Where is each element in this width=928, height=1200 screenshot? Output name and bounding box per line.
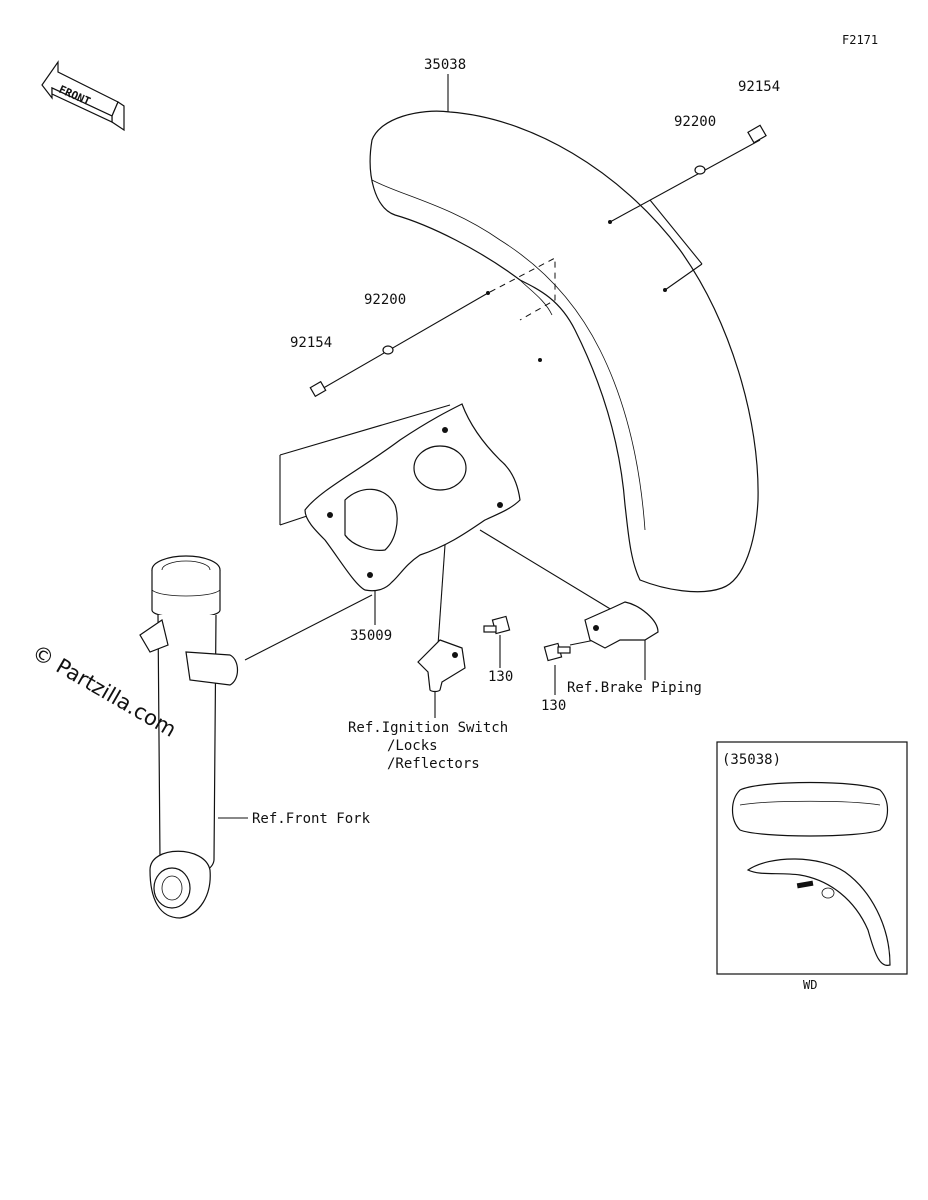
callout-92200-upper[interactable]: 92200 (674, 114, 717, 130)
inset-caption: WD (803, 978, 818, 992)
ignition-bracket (417, 639, 466, 693)
ref-ignition-switch[interactable]: Ref.Ignition Switch (348, 720, 509, 736)
bolt-130-b (543, 642, 571, 662)
ref-brake-piping[interactable]: Ref.Brake Piping (567, 680, 702, 696)
brake-piping-clamp (584, 601, 659, 649)
callout-92200-left[interactable]: 92200 (364, 292, 407, 308)
bolt-130-a (483, 615, 511, 635)
inset-box (716, 741, 908, 975)
upper-bolt (747, 124, 767, 144)
ref-front-fork[interactable]: Ref.Front Fork (252, 811, 371, 827)
callout-130-a[interactable]: 130 (488, 669, 514, 685)
callout-35009[interactable]: 35009 (350, 628, 393, 644)
left-bolt (309, 380, 327, 398)
front-fork (139, 555, 239, 919)
upper-washer (694, 165, 706, 175)
inset-title: (35038) (722, 752, 782, 768)
callout-130-b[interactable]: 130 (541, 698, 567, 714)
callout-92154-left[interactable]: 92154 (290, 335, 333, 351)
front-fender (369, 110, 759, 593)
front-arrow-icon: FRONT (41, 60, 125, 132)
ref-reflectors: /Reflectors (387, 756, 480, 772)
leader-lines (218, 74, 761, 819)
ref-locks: /Locks (387, 738, 438, 754)
fender-bracket (304, 403, 521, 592)
diagram-code: F2171 (842, 33, 879, 47)
callout-35038[interactable]: 35038 (424, 57, 467, 73)
callout-92154-upper[interactable]: 92154 (738, 79, 781, 95)
left-washer (382, 345, 394, 355)
